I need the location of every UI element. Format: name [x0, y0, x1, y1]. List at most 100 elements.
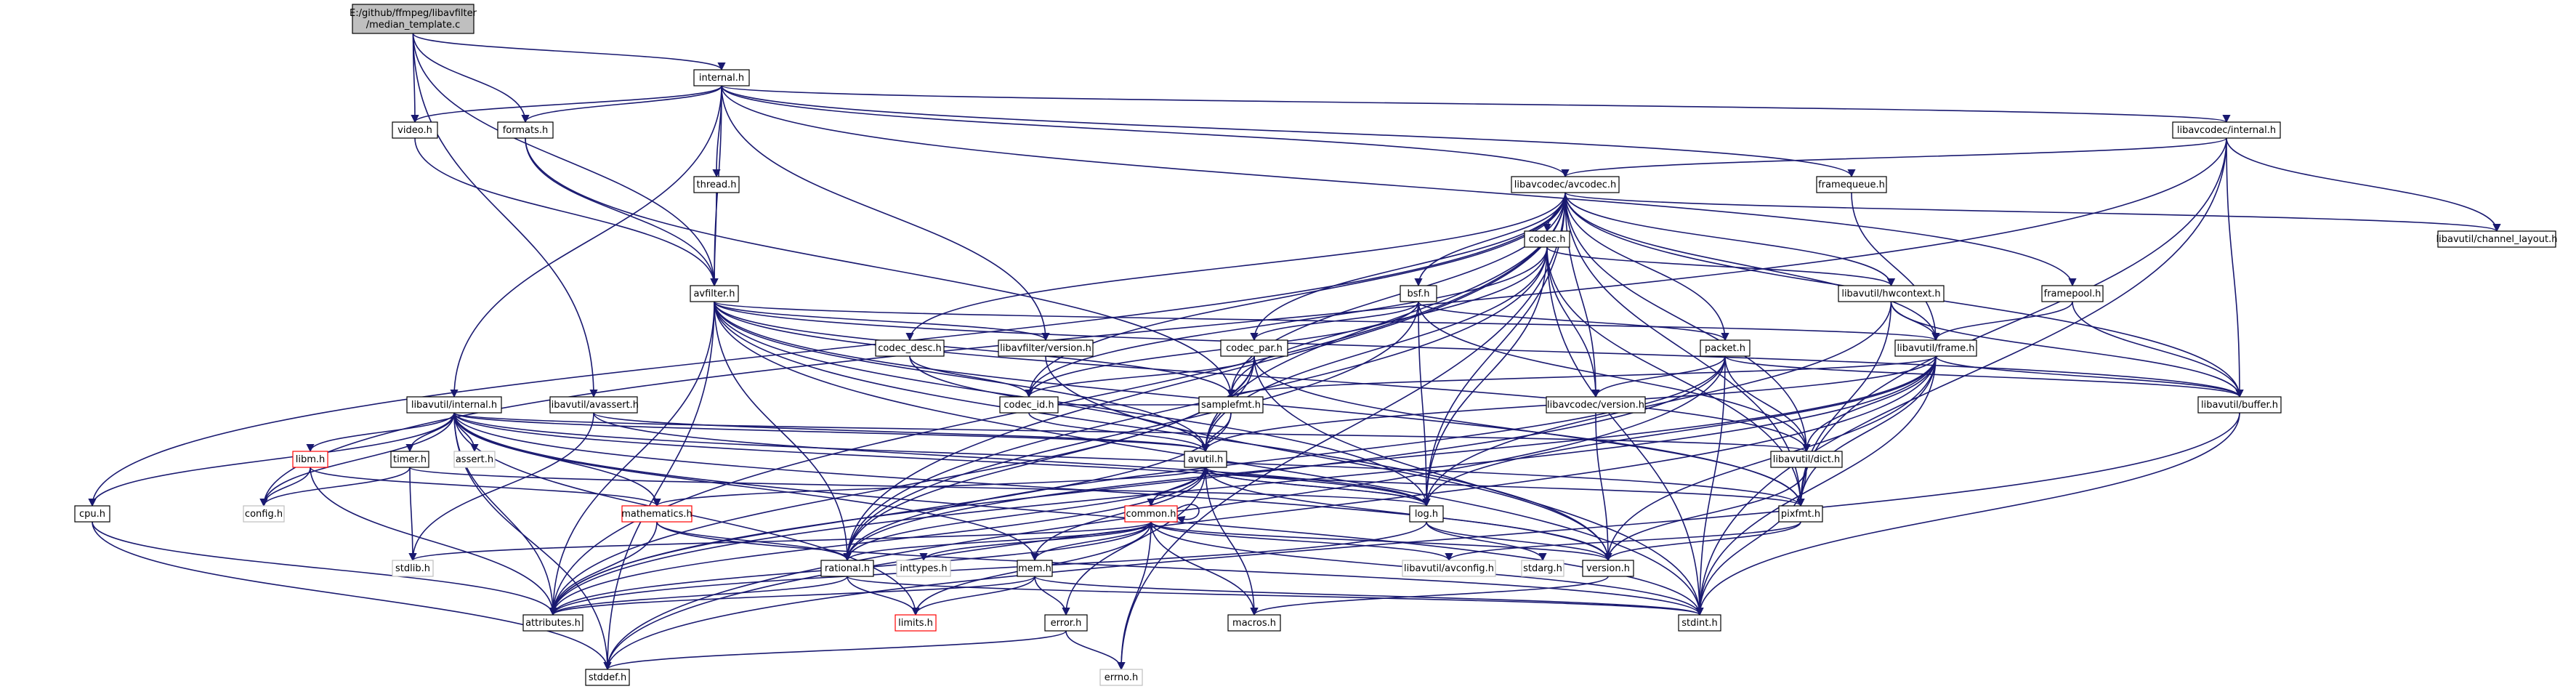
edge-frame_h-to-dict_h: [1802, 355, 1937, 453]
file-node-thread-h[interactable]: thread.h: [693, 176, 740, 193]
edge-avcodec_internal_h-to-pixfmt_h: [1796, 137, 2227, 507]
edge-avcodec_h-to-lavc_version_h: [1564, 192, 1600, 398]
file-node-pixfmt-h[interactable]: pixfmt.h: [1778, 505, 1823, 523]
file-node-libm-h[interactable]: libm.h: [292, 451, 328, 468]
node-box: [1184, 451, 1227, 468]
node-box: [1099, 669, 1143, 686]
node-box: [1546, 396, 1646, 414]
edge-codec_h-to-codec_id_h: [1025, 246, 1548, 398]
edge-internal_h-to-avutil_internal_h: [450, 85, 722, 398]
file-node-codec-desc-h[interactable]: codec_desc.h: [875, 339, 945, 357]
file-node-avcodec-h[interactable]: libavcodec/avcodec.h: [1511, 176, 1620, 193]
file-node-hwcontext-h[interactable]: libavutil/hwcontext.h: [1838, 285, 1945, 302]
file-node-timer-h[interactable]: timer.h: [390, 451, 429, 468]
file-node-buffer-h[interactable]: libavutil/buffer.h: [2197, 396, 2282, 414]
file-node-cpu-h[interactable]: cpu.h: [74, 505, 110, 523]
edge-avutil_internal_h-to-config_h: [259, 412, 455, 507]
file-node-inttypes-h[interactable]: inttypes.h: [896, 560, 951, 577]
edge-frame_h-to-stdint_h: [1695, 355, 1937, 616]
edge-avcodec_h-to-log_h: [1422, 192, 1566, 507]
node-box: [1400, 285, 1437, 302]
edge-frame_h-to-buffer_h: [1935, 355, 2244, 398]
file-node-lavc-version-h[interactable]: libavcodec/version.h: [1546, 396, 1646, 414]
edge-avutil_internal_h-to-pixfmt_h: [453, 412, 1805, 507]
file-node-stddef-h[interactable]: stddef.h: [585, 669, 630, 686]
node-label: assert.h: [456, 454, 493, 465]
node-box: [243, 505, 285, 523]
file-node-avutil-h[interactable]: avutil.h: [1184, 451, 1227, 468]
node-label: libavfilter/version.h: [1000, 343, 1091, 354]
file-node-attributes-h[interactable]: attributes.h: [522, 614, 584, 632]
node-box: [2437, 230, 2556, 248]
file-node-assert-h[interactable]: assert.h: [453, 451, 496, 468]
edge-avutil_h-to-rational_h: [843, 467, 1206, 562]
node-box: [1227, 614, 1281, 632]
edge-mem_h-to-error_h: [1034, 576, 1070, 616]
file-node-formats-h[interactable]: formats.h: [497, 121, 554, 139]
edge-avutil_internal_h-to-avutil_h: [453, 412, 1210, 453]
edge-frame_h-to-attributes_h: [549, 355, 1937, 616]
node-label: libavutil/avconfig.h: [1404, 563, 1494, 574]
edge-avutil_internal_h-to-libm_h: [306, 412, 455, 453]
node-box: [390, 451, 429, 468]
file-node-stdlib-h[interactable]: stdlib.h: [392, 560, 434, 577]
file-node-avutil-internal-h[interactable]: libavutil/internal.h: [406, 396, 502, 414]
file-node-dict-h[interactable]: libavutil/dict.h: [1770, 451, 1843, 468]
file-node-root[interactable]: E:/github/ffmpeg/libavfilter/median_temp…: [350, 4, 477, 34]
dependency-edges: [88, 33, 2501, 671]
node-box: [1816, 176, 1887, 193]
node-label: internal.h: [699, 73, 744, 84]
edge-avcodec_h-to-codec_par_h: [1250, 192, 1566, 342]
file-node-stdint-h[interactable]: stdint.h: [1678, 614, 1721, 632]
node-label: common.h: [1126, 509, 1176, 520]
file-node-limits-h[interactable]: limits.h: [895, 614, 937, 632]
edge-common_h-to-version_h: [1150, 521, 1612, 562]
file-node-version-h[interactable]: version.h: [1582, 560, 1634, 577]
edge-codec_h-to-hwcontext_h: [1546, 246, 1895, 287]
file-node-errno-h[interactable]: errno.h: [1099, 669, 1143, 686]
edge-codec_h-to-rational_h: [843, 246, 1548, 562]
edge-avutil_internal_h-to-mem_h: [453, 412, 1039, 562]
file-node-error-h[interactable]: error.h: [1044, 614, 1088, 632]
file-node-framepool-h[interactable]: framepool.h: [2041, 285, 2104, 302]
file-node-avassert-h[interactable]: libavutil/avassert.h: [549, 396, 639, 414]
file-node-mathematics-h[interactable]: mathematics.h: [621, 505, 693, 523]
file-node-mem-h[interactable]: mem.h: [1017, 560, 1053, 577]
file-node-config-h[interactable]: config.h: [243, 505, 285, 523]
file-node-codec-id-h[interactable]: codec_id.h: [999, 396, 1059, 414]
file-node-internal-h[interactable]: internal.h: [693, 69, 750, 86]
file-node-channel-layout-h[interactable]: libavutil/channel_layout.h: [2436, 230, 2558, 248]
file-node-rational-h[interactable]: rational.h: [820, 560, 874, 577]
file-node-samplefmt-h[interactable]: samplefmt.h: [1198, 396, 1264, 414]
edge-frame_h-to-stddef_h: [603, 355, 1937, 671]
edge-avutil_h-to-pixfmt_h: [1205, 467, 1805, 507]
file-node-common-h[interactable]: common.h: [1124, 505, 1178, 523]
node-box: [1678, 614, 1721, 632]
file-node-avfilter-h[interactable]: avfilter.h: [690, 285, 739, 302]
file-node-video-h[interactable]: video.h: [392, 121, 438, 139]
edge-avutil_h-to-attributes_h: [549, 467, 1206, 616]
edge-libm_h-to-attributes_h: [310, 467, 557, 616]
node-box: [2172, 121, 2281, 139]
edge-rational_h-to-attributes_h: [549, 576, 848, 616]
file-node-avconfig-h[interactable]: libavutil/avconfig.h: [1402, 560, 1496, 577]
edge-timer_h-to-stdlib_h: [408, 467, 417, 562]
file-node-framequeue-h[interactable]: framequeue.h: [1816, 176, 1887, 193]
file-node-avcodec-internal-h[interactable]: libavcodec/internal.h: [2172, 121, 2281, 139]
edge-avassert_h-to-stdlib_h: [408, 412, 594, 562]
node-box: [1524, 230, 1570, 248]
file-node-codec-h[interactable]: codec.h: [1524, 230, 1570, 248]
node-box: [392, 560, 434, 577]
file-node-stdarg-h[interactable]: stdarg.h: [1521, 560, 1564, 577]
edge-avutil_h-to-macros_h: [1205, 467, 1259, 616]
file-node-packet-h[interactable]: packet.h: [1700, 339, 1751, 357]
file-node-log-h[interactable]: log.h: [1409, 505, 1444, 523]
edge-root-to-formats_h: [412, 33, 530, 124]
edge-cpu_h-to-stddef_h: [92, 521, 612, 671]
edge-avcodec_h-to-cpu_h: [88, 192, 1566, 507]
file-node-macros-h[interactable]: macros.h: [1227, 614, 1281, 632]
file-node-codec-par-h[interactable]: codec_par.h: [1220, 339, 1288, 357]
file-node-bsf-h[interactable]: bsf.h: [1400, 285, 1437, 302]
file-node-frame-h[interactable]: libavutil/frame.h: [1894, 339, 1977, 357]
file-node-lavf-version-h[interactable]: libavfilter/version.h: [998, 339, 1094, 357]
